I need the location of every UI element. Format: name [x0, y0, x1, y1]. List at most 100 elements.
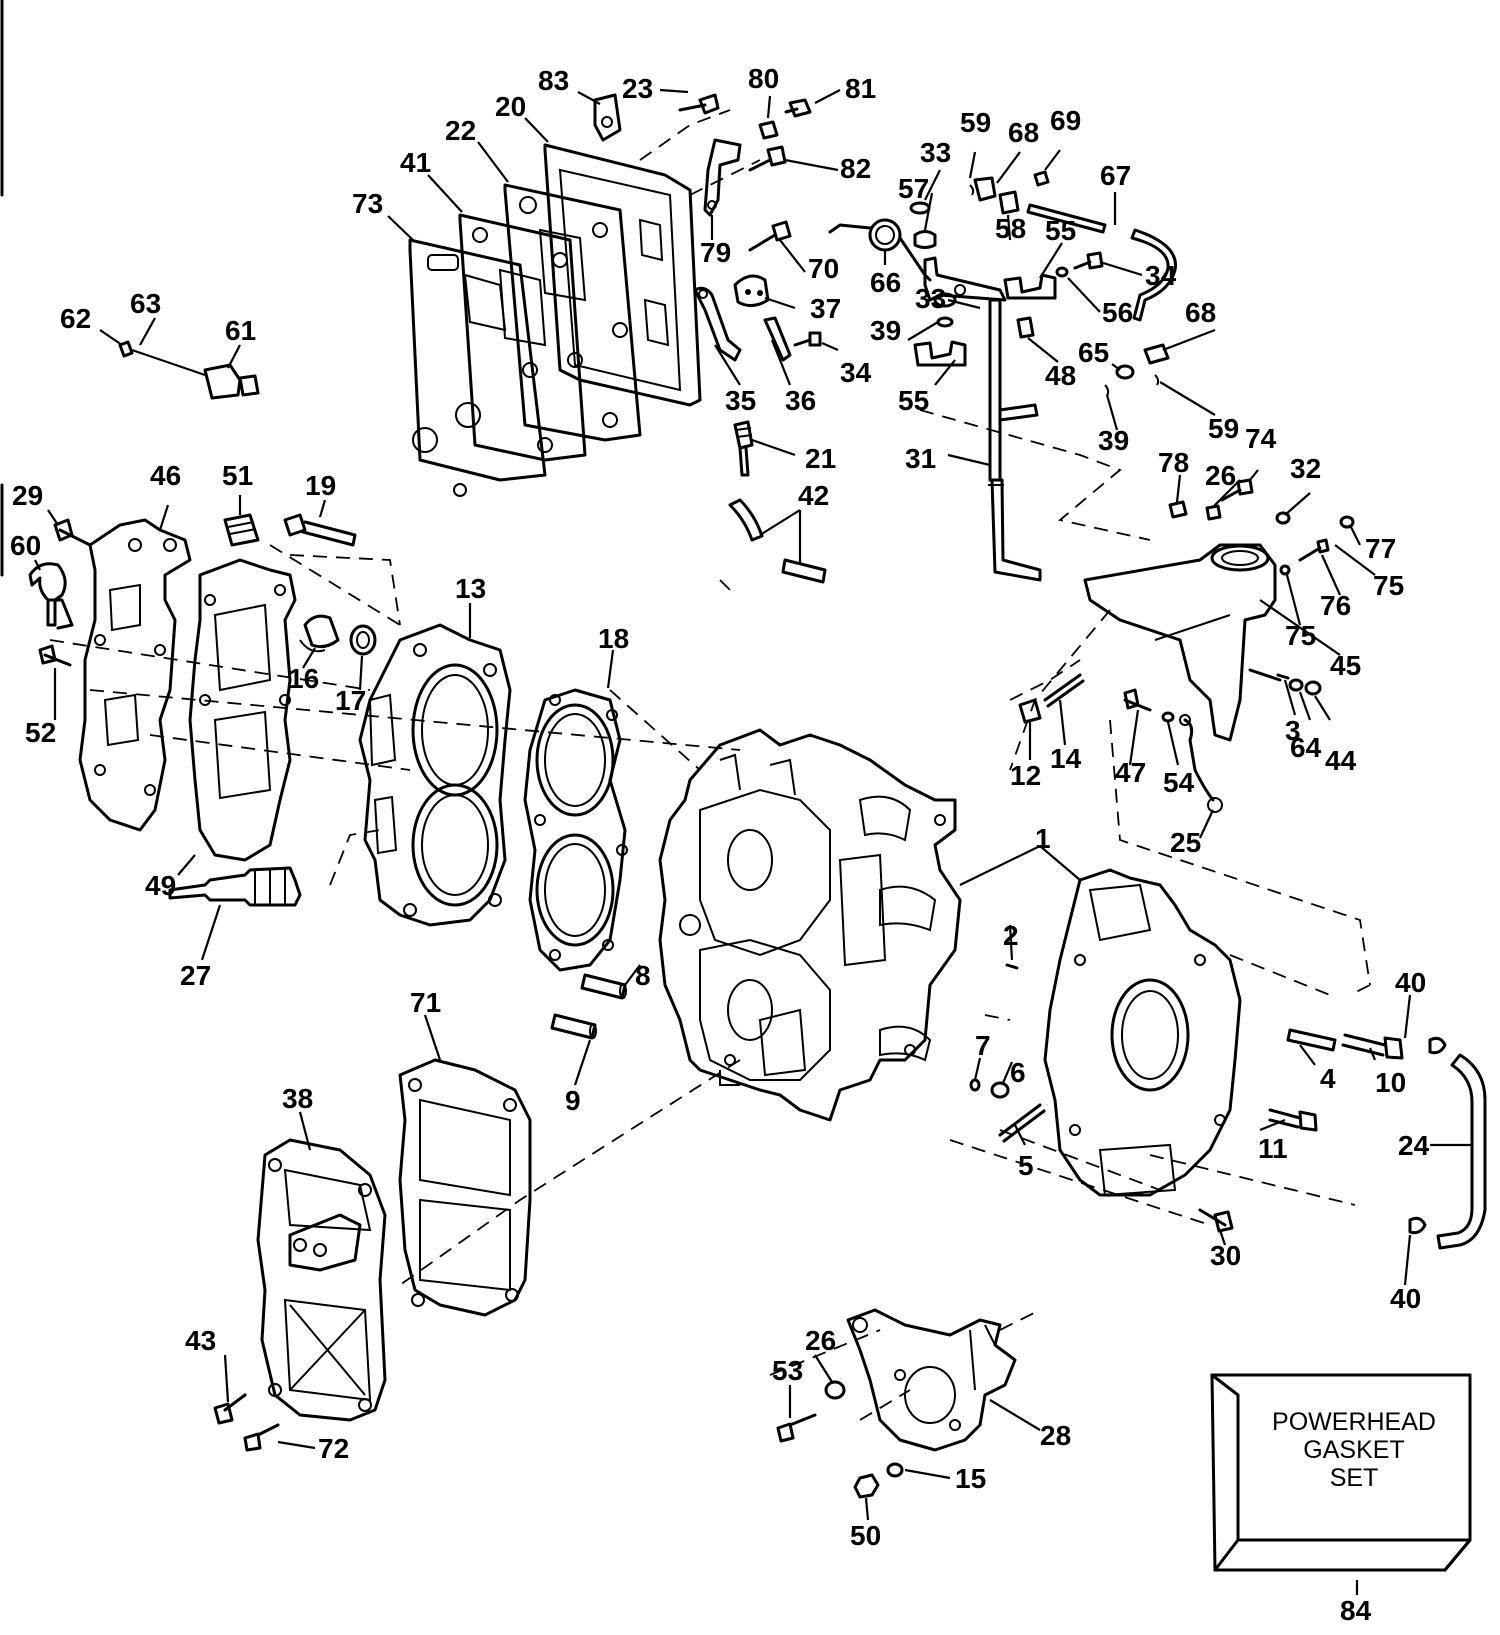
fitting-68b — [1143, 343, 1170, 365]
callout-5: 5 — [1018, 1150, 1034, 1181]
gasket-49 — [188, 558, 297, 862]
thermostat-16 — [299, 614, 340, 653]
clamp-55a — [1003, 273, 1057, 300]
callout-34b: 34 — [840, 357, 872, 388]
nut-80 — [758, 120, 779, 140]
callout-16: 16 — [288, 663, 319, 694]
sensor-61-63 — [118, 340, 260, 400]
callout-41: 41 — [400, 147, 431, 178]
stud-14 — [1043, 673, 1085, 708]
intake-manifold-38 — [256, 1138, 387, 1422]
pin-4 — [1286, 1028, 1337, 1052]
bracket-79 — [703, 138, 742, 217]
callout-22: 22 — [445, 115, 476, 146]
screw-43 — [213, 1393, 247, 1425]
callout-32: 32 — [1290, 453, 1321, 484]
exhaust-plate-22 — [503, 183, 642, 442]
callout-46: 46 — [150, 460, 181, 491]
callout-76: 76 — [1320, 590, 1351, 621]
callout-47: 47 — [1115, 757, 1146, 788]
callout-50: 50 — [850, 1520, 881, 1551]
callout-55b: 55 — [898, 385, 929, 416]
callout-62: 62 — [60, 303, 91, 334]
fitting-81 — [784, 98, 812, 118]
clamp-60 — [28, 562, 74, 630]
clip-83 — [593, 93, 622, 142]
callout-42: 42 — [798, 480, 829, 511]
callout-52: 52 — [25, 717, 56, 748]
screw-30 — [1198, 1208, 1234, 1233]
screw-29 — [53, 518, 92, 547]
callout-51: 51 — [222, 460, 253, 491]
callout-39b: 39 — [1098, 425, 1129, 456]
callout-71: 71 — [410, 987, 441, 1018]
clip-59a — [969, 184, 975, 196]
shaft-31 — [988, 298, 1042, 582]
callout-57: 57 — [898, 173, 929, 204]
gasket-set-label-line-1: POWERHEAD — [1272, 1408, 1436, 1436]
bolt-11 — [1268, 1108, 1318, 1132]
callout-49: 49 — [145, 870, 176, 901]
screw-47 — [1123, 688, 1152, 712]
link-36 — [763, 316, 792, 362]
screw-77 — [1339, 515, 1355, 529]
sleeve-58 — [998, 190, 1020, 215]
bushing-57 — [913, 230, 937, 249]
screw-34a — [1073, 251, 1104, 270]
callout-26a: 26 — [1205, 460, 1236, 491]
rod-67 — [1026, 203, 1177, 322]
callout-37: 37 — [810, 293, 841, 324]
exhaust-cover-20 — [543, 143, 702, 407]
callout-68b: 68 — [1185, 297, 1216, 328]
clip-68a — [973, 176, 997, 202]
callout-14: 14 — [1050, 743, 1082, 774]
hose-24 — [1436, 1053, 1487, 1250]
callout-60: 60 — [10, 530, 41, 561]
callout-70: 70 — [808, 253, 839, 284]
clamp-40a — [1428, 1036, 1447, 1055]
callout-19: 19 — [305, 470, 336, 501]
callout-68a: 68 — [1008, 117, 1039, 148]
callout-78: 78 — [1158, 447, 1189, 478]
callout-44: 44 — [1325, 745, 1357, 776]
screw-23 — [678, 93, 720, 115]
cylinder-block — [658, 728, 962, 1122]
callout-77: 77 — [1365, 533, 1396, 564]
head-gasket-18 — [523, 688, 628, 972]
nut-78 — [1168, 500, 1188, 519]
callout-4: 4 — [1320, 1063, 1336, 1094]
washer-33a — [909, 201, 931, 215]
callout-69: 69 — [1050, 105, 1081, 136]
screw-34b — [793, 331, 822, 347]
screw-76 — [1298, 538, 1330, 562]
sleeve-48 — [1016, 316, 1035, 339]
washer-75 — [1279, 564, 1291, 576]
callout-7: 7 — [975, 1030, 991, 1061]
washer-26b — [824, 1380, 846, 1400]
callout-83: 83 — [538, 65, 569, 96]
callout-40a: 40 — [1395, 967, 1426, 998]
washer-7 — [969, 1078, 981, 1092]
seal-17 — [349, 624, 377, 656]
callout-15: 15 — [955, 1463, 986, 1494]
screw-69 — [1033, 170, 1050, 187]
callout-24: 24 — [1398, 1130, 1430, 1161]
callout-80: 80 — [748, 63, 779, 94]
screw-3 — [1248, 668, 1290, 682]
callout-81: 81 — [845, 73, 876, 104]
callout-75a: 75 — [1373, 570, 1404, 601]
callout-34a: 34 — [1145, 260, 1177, 291]
bolt-19 — [283, 513, 357, 547]
callout-56: 56 — [1102, 297, 1133, 328]
exhaust-plate-73 — [408, 238, 547, 497]
callout-23: 23 — [622, 73, 653, 104]
callout-38: 38 — [282, 1083, 313, 1114]
plug-51 — [223, 513, 260, 547]
clip-39b — [1104, 384, 1110, 397]
callout-58: 58 — [995, 213, 1026, 244]
bolt-10 — [1341, 1033, 1404, 1060]
callout-84: 84 — [1340, 1595, 1372, 1626]
screw-82 — [748, 145, 787, 172]
throttle-cam-45 — [1083, 543, 1277, 742]
